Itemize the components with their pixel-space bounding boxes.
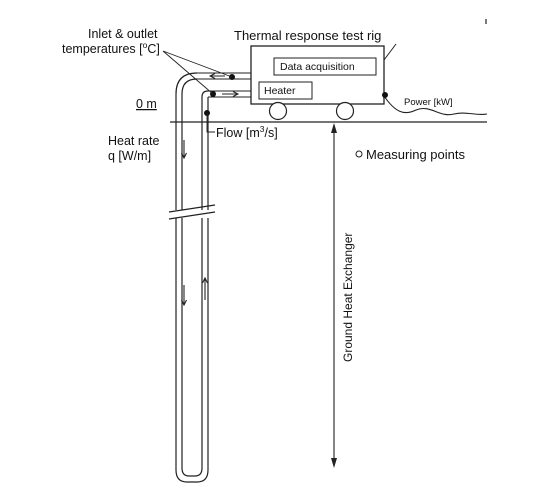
- pipe-flow-arrow-lower: [222, 91, 240, 97]
- ground-heat-exchanger-label: Ground Heat Exchanger: [341, 233, 355, 362]
- outlet-pipe-upper: [197, 72, 251, 80]
- pipe-flow-arrow-upper: [208, 73, 225, 79]
- upflow-arrow: [202, 276, 208, 300]
- power-label: Power [kW]: [404, 97, 453, 108]
- u-tube-outer: [175, 72, 209, 483]
- heater-box: [258, 81, 313, 100]
- heat-rate-label-line2: q [W/m]: [108, 149, 151, 163]
- inlet-outlet-label-line2: temperatures [oC]: [62, 40, 160, 56]
- flow-leader-line: [206, 113, 215, 133]
- downflow-arrow-upper: [181, 140, 187, 160]
- data-acquisition-label: Data acquisition: [280, 61, 355, 73]
- inlet-pipe-lower: [208, 90, 251, 98]
- rig-wheel-left: [268, 101, 288, 121]
- u-tube-inner: [181, 78, 209, 477]
- measuring-point-power: [382, 92, 388, 98]
- zero-depth-label: 0 m: [136, 97, 157, 111]
- downflow-arrow-lower: [181, 285, 187, 307]
- rig-title-pointer: [383, 43, 397, 61]
- power-cable: [383, 95, 488, 116]
- measuring-points-legend-marker: [355, 150, 363, 158]
- measuring-points-label: Measuring points: [366, 147, 465, 162]
- heat-rate-label-line1: Heat rate: [108, 134, 159, 148]
- depth-arrow-bottom: [331, 458, 337, 468]
- flow-label: Flow [m3/s]: [216, 124, 278, 140]
- data-acquisition-box: [273, 57, 377, 76]
- temperature-leader-lines: [162, 50, 233, 95]
- break-gap: [170, 210, 214, 218]
- break-symbol: [168, 204, 216, 220]
- depth-arrow-top: [331, 123, 337, 133]
- rig-wheel-right: [335, 101, 355, 121]
- rig-title: Thermal response test rig: [234, 28, 381, 43]
- heater-label: Heater: [264, 85, 296, 97]
- inlet-outlet-label-line1: Inlet & outlet: [88, 27, 158, 41]
